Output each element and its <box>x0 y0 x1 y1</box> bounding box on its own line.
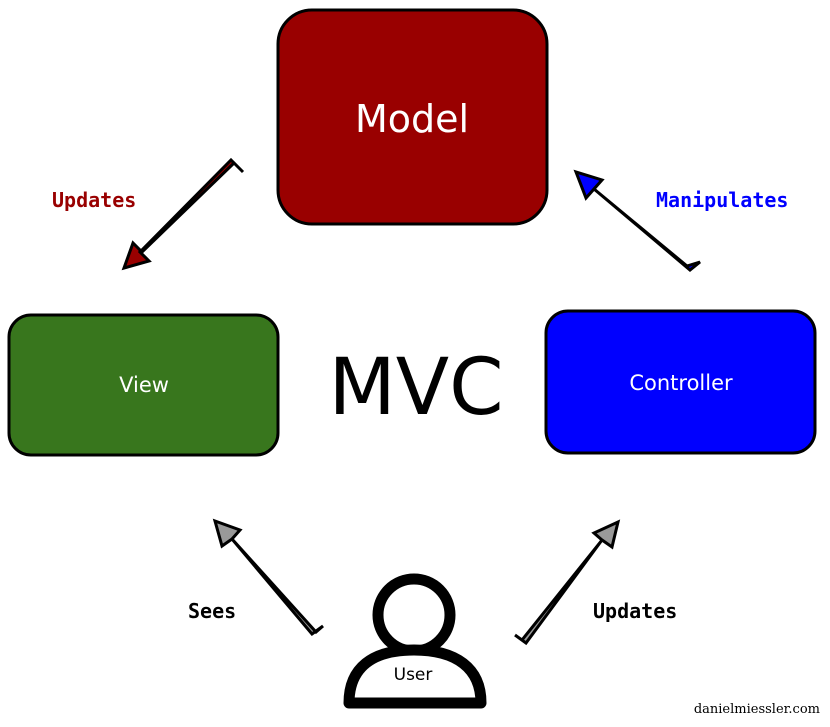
diagram-title: MVC <box>328 343 503 433</box>
model-label: Model <box>355 97 469 141</box>
model-box <box>276 8 549 226</box>
edge-label-manipulates: Manipulates <box>656 188 788 212</box>
edge-label-sees: Sees <box>188 599 236 623</box>
edge-label-updates-controller: Updates <box>593 599 677 623</box>
view-label: View <box>119 373 169 397</box>
user-head <box>372 573 456 657</box>
controller-box <box>544 309 817 455</box>
controller-node: Controller <box>544 309 817 455</box>
arrow-user-to-controller <box>514 519 621 646</box>
model-node: Model <box>276 8 549 226</box>
arrow-controller-to-model <box>573 169 701 272</box>
user-icon: User <box>343 573 487 709</box>
arrow-model-to-view <box>121 157 245 271</box>
credit-text: danielmiessler.com <box>694 702 820 717</box>
edge-label-updates-view: Updates <box>52 188 136 212</box>
arrow-user-to-view <box>212 518 324 637</box>
user-body <box>343 644 487 709</box>
view-node: View <box>7 313 280 457</box>
view-box <box>7 313 280 457</box>
controller-label: Controller <box>629 371 733 395</box>
user-label: User <box>394 665 433 685</box>
